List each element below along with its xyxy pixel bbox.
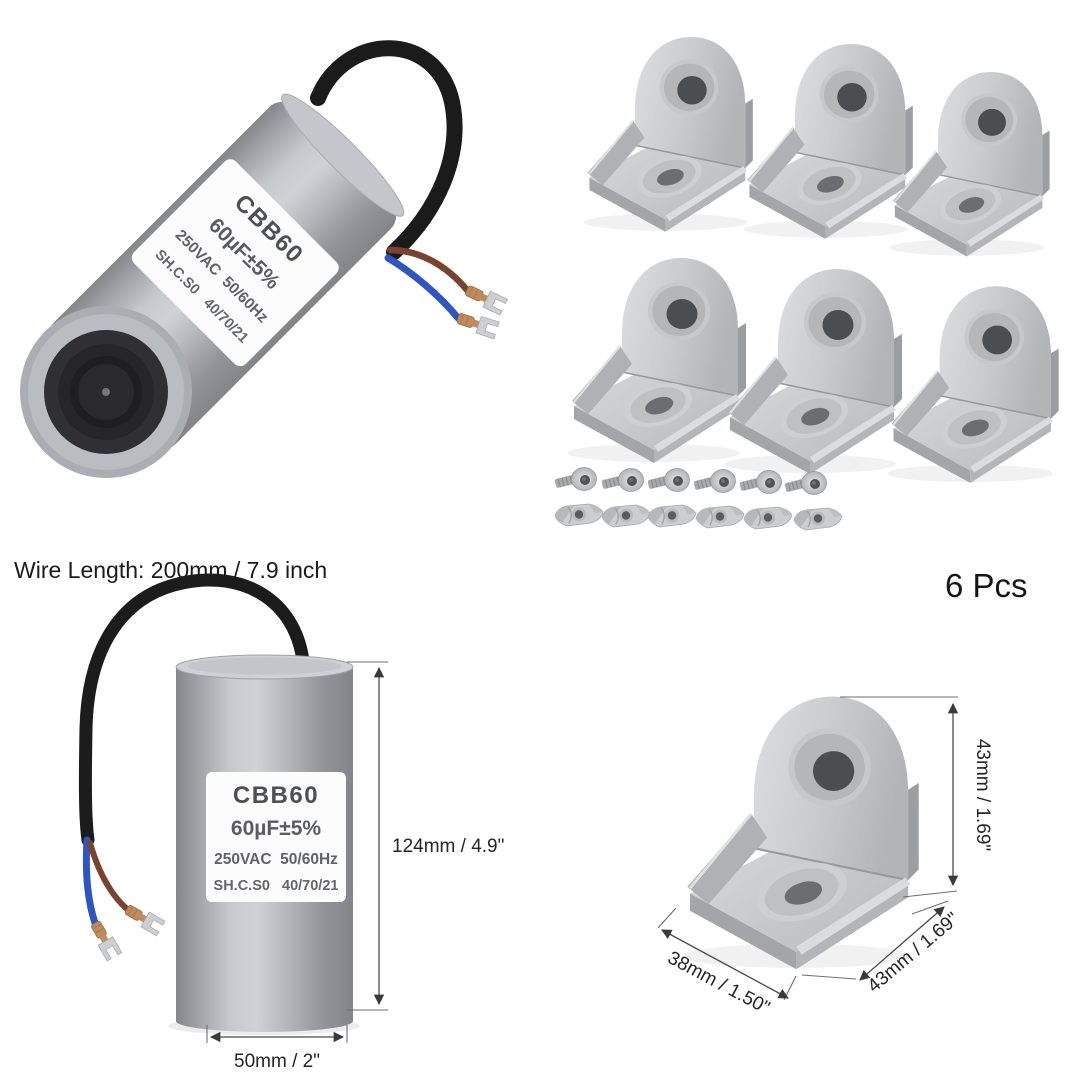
t-nuts-row [554, 503, 843, 531]
t-nut [601, 504, 651, 528]
capacitor-label-upright [206, 772, 346, 902]
capacitor-top-cap [281, 93, 405, 217]
bracket-height-dimension: 43mm / 1.69" [840, 696, 993, 898]
fork-terminal-blue [454, 308, 500, 340]
brown-wire-angled [386, 246, 471, 294]
label-model: CBB60 [233, 782, 319, 809]
bracket-depth-dimension-line [859, 906, 945, 981]
pieces-label: 6 Pcs [945, 567, 1028, 604]
capacitor-end-face [20, 306, 192, 478]
photo-bracket-single: 43mm / 1.69" 43mm / 1.69" 38mm / 1.50" [657, 695, 993, 1019]
bracket-height-extension-bottom [902, 890, 958, 898]
capacitor-top-cap-inner [187, 657, 342, 675]
corner-bracket-large [680, 695, 921, 971]
bracket-length-extension-left [657, 907, 677, 929]
diameter-dimension-text: 50mm / 2" [234, 1051, 320, 1072]
blue-wire-upright [82, 836, 99, 927]
height-dimension: 124mm / 4.9" [347, 661, 504, 1011]
corner-bracket [722, 267, 904, 476]
label-code: SH.C.S0 40/70/21 [214, 878, 339, 894]
screw [692, 468, 737, 494]
corner-bracket [886, 285, 1060, 485]
fork-terminal-brown [462, 281, 509, 316]
diameter-dimension: 50mm / 2" [206, 1025, 348, 1072]
fork-terminal-brown [122, 901, 166, 937]
fork-terminal-blue [87, 918, 123, 962]
bracket-height-dimension-text: 43mm / 1.69" [972, 739, 993, 851]
t-nut [695, 505, 745, 529]
corner-bracket [742, 42, 914, 240]
screw [783, 470, 828, 496]
height-dimension-text: 124mm / 4.9" [392, 836, 504, 857]
brown-wire-upright [87, 840, 130, 912]
label-capacity: 60µF±5% [231, 817, 321, 840]
corner-bracket [888, 71, 1051, 258]
t-nut [647, 504, 697, 528]
screw [600, 467, 645, 493]
capacitor-wire-upright [78, 573, 310, 847]
blue-wire-angled [384, 254, 462, 322]
wire-length-label: Wire Length: 200mm / 7.9 inch [14, 557, 327, 583]
photo-capacitor-angled: CBB60 60µF±5% 250VAC 50/60Hz SH.C.S0 40/… [20, 40, 509, 478]
corner-bracket [582, 35, 754, 233]
photo-capacitor-upright: CBB60 60µF±5% 250VAC 50/60Hz SH.C.S0 40/… [78, 573, 504, 1072]
label-voltage-frequency: 250VAC 50/60Hz [214, 851, 338, 868]
capacitor-wire-loop [310, 40, 463, 260]
capacitor-label-text-upright: CBB60 60µF±5% 250VAC 50/60Hz SH.C.S0 40/… [214, 782, 339, 894]
t-nut [793, 507, 843, 531]
photo-brackets-set [553, 35, 1060, 531]
t-nut [554, 503, 604, 527]
screw [553, 466, 598, 492]
end-face-center [102, 388, 110, 396]
bracket-length-dimension-line [661, 929, 789, 999]
screw [646, 467, 691, 493]
capacitor-label-angled [131, 159, 339, 367]
t-nut [743, 506, 793, 530]
bracket-depth-extension-bottom [801, 974, 857, 980]
screw [738, 469, 783, 495]
corner-bracket [566, 256, 748, 465]
